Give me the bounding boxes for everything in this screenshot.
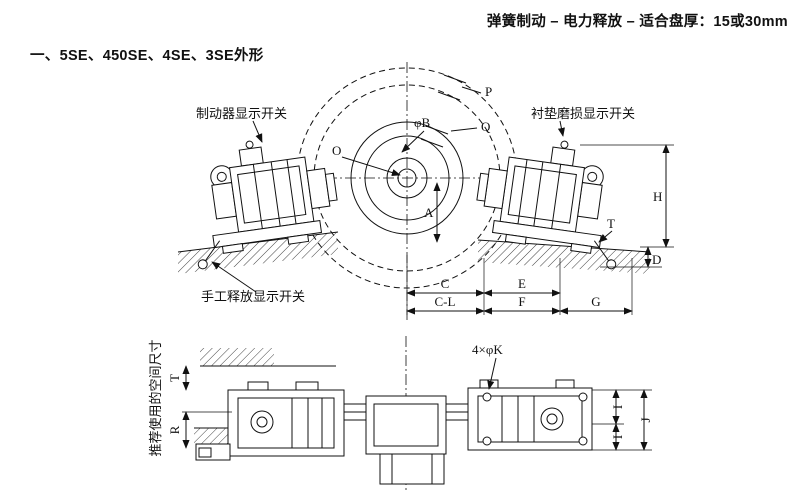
callout-leaders	[211, 120, 613, 293]
brake-indicator-switch	[245, 140, 254, 149]
dim-c-l: C-L	[435, 294, 456, 309]
pq-ticks	[420, 74, 482, 148]
left-caliper	[197, 140, 338, 270]
dim-q: Q	[481, 119, 491, 134]
dim-h: H	[653, 189, 662, 204]
bolt-hole	[578, 436, 588, 446]
dim-t-top: T	[607, 216, 615, 231]
recommended-space-label: 推荐使用的空间尺寸	[148, 339, 163, 456]
left-caliper-plan	[195, 381, 345, 461]
plan-view: 推荐使用的空间尺寸 T R 4×φK I I J	[148, 336, 653, 490]
page-title: 弹簧制动 – 电力释放 – 适合盘厚：15或30mm	[486, 14, 788, 30]
manual-release-switch-label: 手工释放显示开关	[201, 289, 305, 304]
front-view: 制动器显示开关 衬垫磨损显示开关 手工释放显示开关 P Q φB O A H T…	[177, 62, 674, 322]
dim-j: J	[638, 417, 653, 422]
bolt-hole	[482, 392, 492, 402]
section-title: 一、5SE、450SE、4SE、3SE外形	[30, 48, 264, 64]
dim-c: C	[441, 276, 450, 291]
front-dimensions	[406, 144, 674, 315]
manual-release-switch-part	[197, 259, 208, 270]
plan-dimensions	[182, 357, 652, 451]
dim-d: D	[652, 252, 661, 267]
pad-wear-switch-label: 衬垫磨损显示开关	[531, 106, 635, 121]
dim-phi-b: φB	[414, 115, 431, 130]
dim-t-plan: T	[167, 374, 182, 382]
dim-p: P	[485, 84, 492, 99]
dim-i-upper: I	[610, 405, 625, 409]
dim-i-lower: I	[610, 435, 625, 439]
brake-switch-label: 制动器显示开关	[196, 106, 287, 121]
dim-e: E	[518, 276, 526, 291]
dim-a: A	[424, 205, 434, 220]
dim-o: O	[332, 143, 341, 158]
dim-f: F	[518, 294, 525, 309]
bolt-hole	[482, 436, 492, 446]
bolt-hole	[578, 392, 588, 402]
right-caliper-plan	[467, 379, 593, 451]
center-block	[365, 395, 447, 485]
dim-g: G	[591, 294, 600, 309]
bolt-pattern-label: 4×φK	[472, 342, 503, 357]
dim-r: R	[167, 425, 182, 434]
